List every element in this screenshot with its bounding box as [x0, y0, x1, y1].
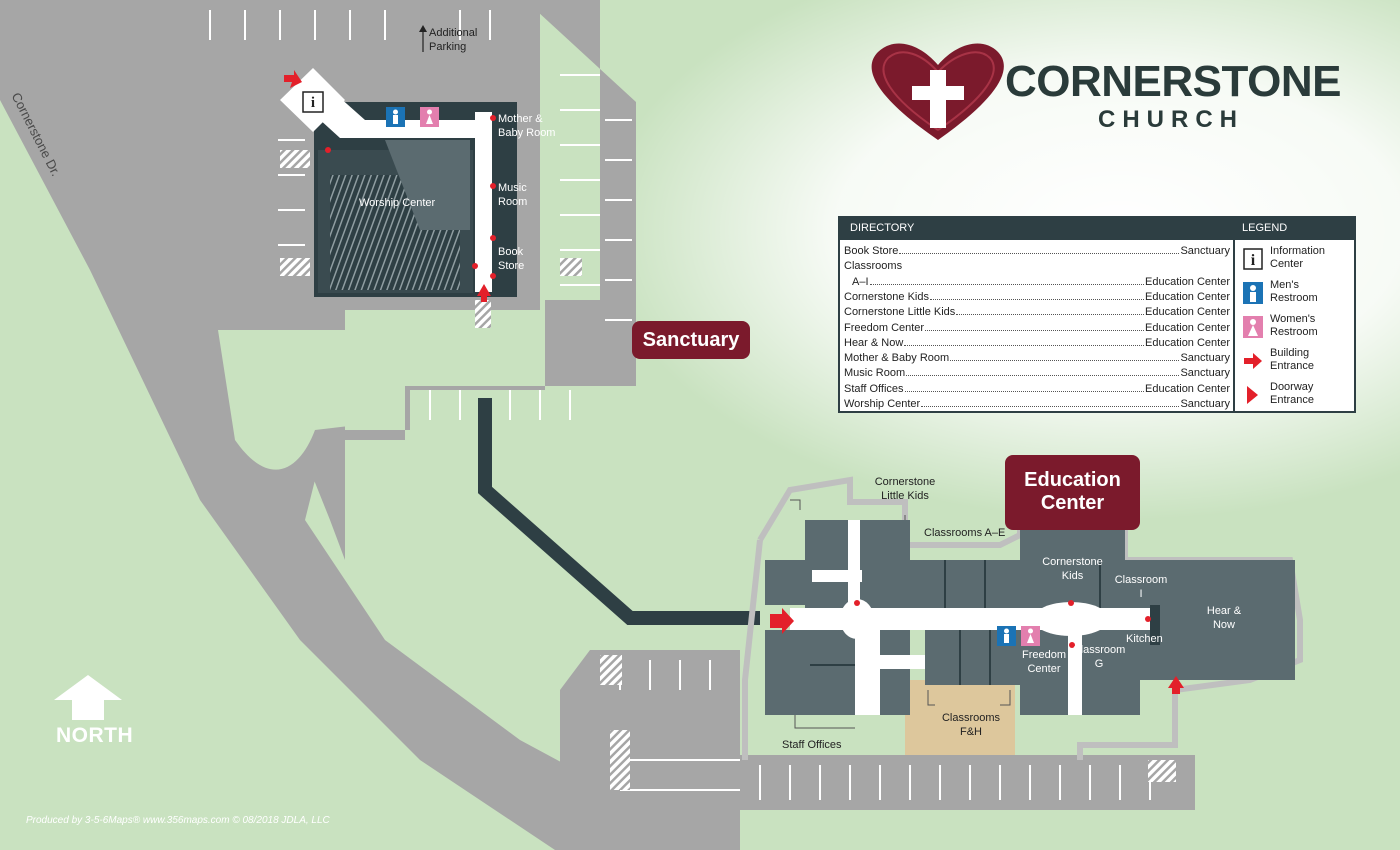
directory-entry-name: A–I [852, 275, 869, 288]
directory-entry-location: Education Center [1145, 382, 1230, 395]
book-store-label: Book Store [498, 246, 525, 272]
dot-leader [869, 283, 1144, 285]
cornerstone-little-kids-label: Cornerstone Little Kids [874, 476, 936, 502]
legend-header: LEGEND [1242, 222, 1288, 234]
dot-leader [904, 344, 1144, 346]
cornerstone-kids-label: Cornerstone Kids [1042, 556, 1103, 582]
directory-divider [1233, 240, 1235, 411]
legend-item: Men's Restroom [1240, 279, 1354, 309]
education-center-badge[interactable]: Education Center [1005, 455, 1140, 530]
legend-item: Building Entrance [1240, 347, 1354, 377]
dot-leader [930, 298, 1144, 300]
north-label: NORTH [56, 724, 134, 747]
logo-subtitle: CHURCH [1098, 106, 1244, 133]
kitchen-label: Kitchen [1126, 633, 1163, 645]
information-icon: i [1243, 248, 1263, 270]
crosswalks [280, 150, 1176, 790]
dot-leader [950, 360, 1180, 362]
directory-entry-name: Cornerstone Kids [844, 290, 929, 303]
directory-entry-location: Sanctuary [1180, 398, 1230, 410]
legend-item-label: Building Entrance [1270, 347, 1315, 372]
directory-entry-name: Classrooms [844, 260, 903, 273]
svg-text:i: i [311, 95, 315, 111]
classroom-g-label: Classroom G [1072, 644, 1126, 670]
directory-entry[interactable]: Cornerstone Little Kids Education Center [844, 303, 1230, 318]
directory-entry-location: Education Center [1145, 275, 1230, 288]
dot-leader [956, 314, 1144, 316]
sanctuary-building: i [280, 68, 517, 302]
directory-entry[interactable]: Hear & Now Education Center [844, 334, 1230, 349]
directory-entry-name: Worship Center [844, 398, 921, 410]
sanctuary-badge[interactable]: Sanctuary [632, 321, 750, 359]
directory-entry[interactable]: A–I Education Center [844, 273, 1230, 288]
dot-leader [899, 253, 1180, 254]
directory-entry-location: Education Center [1145, 336, 1230, 349]
dot-leader [921, 406, 1180, 407]
mother-baby-room-label: Mother & Baby Room [498, 113, 556, 139]
directory-header-bar: DIRECTORY LEGEND [840, 218, 1354, 240]
classrooms-a-e-label: Classrooms A–E [924, 527, 1006, 539]
directory-entry[interactable]: Music Room Sanctuary [844, 364, 1230, 379]
legend-item: Women's Restroom [1240, 313, 1354, 343]
directory-entry-name: Music Room [844, 367, 906, 380]
cornerstone-heart-logo [871, 43, 1004, 141]
classroom-i-label: Classroom I [1114, 574, 1168, 600]
directory-entry-location: Education Center [1145, 306, 1230, 319]
classrooms-f-h-label: Classrooms F&H [941, 712, 1001, 738]
directory-entry[interactable]: Mother & Baby Room Sanctuary [844, 349, 1230, 364]
directory-entry-location: Education Center [1145, 290, 1230, 303]
directory-entry[interactable]: Cornerstone Kids Education Center [844, 288, 1230, 303]
directory-entry-name: Mother & Baby Room [844, 352, 950, 365]
staff-offices-label: Staff Offices [782, 739, 842, 751]
directory-entry-name: Cornerstone Little Kids [844, 306, 956, 319]
dot-leader [904, 390, 1144, 392]
legend-item: i Information Center [1240, 245, 1354, 275]
directory-entry[interactable]: Worship Center Sanctuary [844, 395, 1230, 410]
hear-and-now-label: Hear & Now [1206, 605, 1242, 631]
directory-entry[interactable]: Staff Offices Education Center [844, 380, 1230, 395]
directory-entry-name: Staff Offices [844, 382, 904, 395]
directory-entry-location: Sanctuary [1180, 367, 1230, 380]
north-arrow-icon [54, 675, 122, 720]
legend-item-label: Information Center [1270, 245, 1326, 270]
legend-item-label: Doorway Entrance [1270, 381, 1315, 406]
legend-item-label: Women's Restroom [1270, 313, 1318, 338]
womens-restroom-icon [1243, 316, 1263, 338]
music-room-label: Music Room [498, 182, 528, 208]
directory-entry-name: Freedom Center [844, 321, 925, 334]
directory-entry-name: Hear & Now [844, 336, 904, 349]
freedom-center-label: Freedom Center [1021, 649, 1067, 675]
svg-text:i: i [1251, 252, 1256, 269]
directory-entry[interactable]: Book Store Sanctuary [844, 242, 1230, 257]
education-center-building [742, 476, 1303, 760]
doorway-entrance-icon [1243, 384, 1263, 406]
dot-leader [925, 329, 1144, 331]
directory-entry-location: Education Center [1145, 321, 1230, 334]
dot-leader [906, 375, 1180, 377]
directory-header: DIRECTORY [850, 222, 915, 234]
legend-item: Doorway Entrance [1240, 381, 1354, 411]
worship-center-label: Worship Center [359, 197, 436, 209]
additional-parking-label: Additional Parking [429, 27, 478, 53]
logo-title: CORNERSTONE [1005, 57, 1341, 106]
directory-entry[interactable]: Freedom Center Education Center [844, 319, 1230, 334]
credits-text: Produced by 3-5-6Maps® www.356maps.com ©… [26, 815, 330, 826]
building-entrance-arrow-icon [1243, 350, 1263, 372]
directory-entry-location: Sanctuary [1180, 245, 1230, 257]
directory-entry-name: Book Store [844, 245, 899, 257]
up-arrow-icon [419, 25, 427, 52]
mens-restroom-icon [1243, 282, 1263, 304]
directory-entry-location: Sanctuary [1180, 352, 1230, 365]
directory-entry[interactable]: Classrooms [844, 257, 1230, 272]
legend-item-label: Men's Restroom [1270, 279, 1318, 304]
